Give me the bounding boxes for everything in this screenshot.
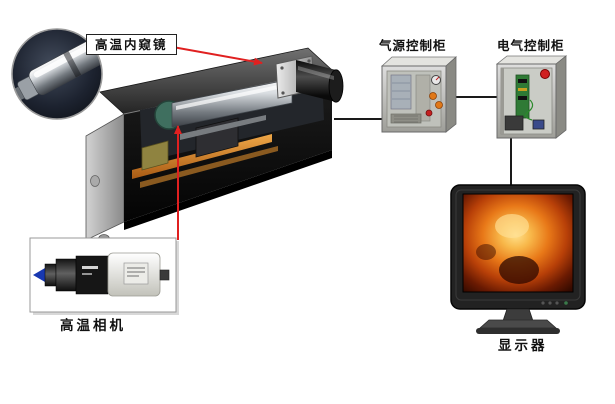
- camera-lens-barrel: [55, 258, 77, 292]
- connector-lines: [334, 96, 512, 190]
- flange-bolt: [281, 91, 285, 95]
- motor-block: [141, 140, 169, 171]
- sticker-lines: [127, 267, 145, 277]
- pcb-chip: [518, 79, 527, 83]
- blue-module: [532, 119, 545, 130]
- air-cabinet-subpanel: [390, 74, 412, 110]
- endoscope-inset: [11, 28, 103, 120]
- probe-band: [63, 50, 82, 78]
- scope-port: [275, 55, 344, 103]
- port-cylinder-cap: [328, 69, 344, 103]
- air-cabinet-top: [380, 56, 458, 67]
- machine-knob-upper: [90, 175, 100, 187]
- machine-housing: [85, 47, 344, 244]
- port-cylinder: [296, 60, 336, 102]
- blue-arrow-left: [33, 268, 45, 282]
- camera-body-sticker: [123, 262, 149, 285]
- label-monitor: 显示器: [498, 338, 548, 354]
- green-wire: [525, 99, 534, 121]
- monitor-base-bar: [476, 328, 560, 334]
- air-cabinet: [380, 56, 458, 133]
- hinge-strip: [501, 68, 504, 134]
- air-cabinet-side: [445, 56, 457, 133]
- machine-internals: [90, 74, 324, 244]
- electric-cabinet: [495, 55, 568, 139]
- endoscope-inset-border: [11, 28, 103, 120]
- tube-highlight: [176, 83, 288, 110]
- port-cylinder-sheen: [298, 66, 334, 80]
- label-air-cabinet: 气源控制柜: [379, 38, 447, 53]
- support-rod: [180, 115, 266, 140]
- camera-cable-port: [159, 269, 170, 281]
- electric-cabinet-side: [555, 55, 567, 139]
- orange-knob-1: [429, 92, 437, 100]
- machine-base-edge: [124, 150, 332, 230]
- monitor-stand-neck: [502, 308, 534, 322]
- flame-hotspot: [495, 214, 529, 238]
- flange-bolt: [280, 66, 284, 70]
- guide-rail-lower: [140, 146, 278, 188]
- monitor-power-led: [564, 301, 568, 305]
- flame-dark-blob-small: [476, 244, 496, 260]
- camera-inset: [29, 237, 179, 315]
- orange-knob-2: [435, 101, 443, 109]
- emergency-button: [540, 69, 550, 79]
- endoscope-probe: [12, 39, 102, 101]
- flange-bolt: [307, 59, 311, 63]
- pcb-chip: [518, 96, 527, 100]
- red-arrow-label-to-port: [166, 45, 263, 66]
- flame-dark-blob: [499, 256, 539, 284]
- monitor-bezel-inner: [455, 189, 581, 301]
- label-endoscope: 高温内窥镜: [86, 34, 177, 55]
- probe-highlight: [33, 42, 95, 78]
- label-electric-cabinet: 电气控制柜: [497, 38, 565, 53]
- monitor-button: [541, 301, 545, 305]
- monitor-base: [478, 319, 558, 329]
- black-module: [504, 115, 524, 131]
- monitor: [450, 184, 586, 334]
- camera-marking: [82, 266, 98, 269]
- air-cabinet-vent: [390, 113, 422, 124]
- electric-cabinet-top: [495, 55, 568, 65]
- gauge-needle: [435, 76, 440, 81]
- monitor-button: [555, 301, 559, 305]
- camera-marking: [82, 273, 92, 275]
- vent-slits: [394, 115, 418, 123]
- monitor-button: [548, 301, 552, 305]
- pcb-chip: [518, 88, 527, 91]
- label-camera: 高温相机: [60, 318, 126, 334]
- camera-lens-barrel-small: [44, 263, 57, 287]
- red-knob: [425, 109, 433, 117]
